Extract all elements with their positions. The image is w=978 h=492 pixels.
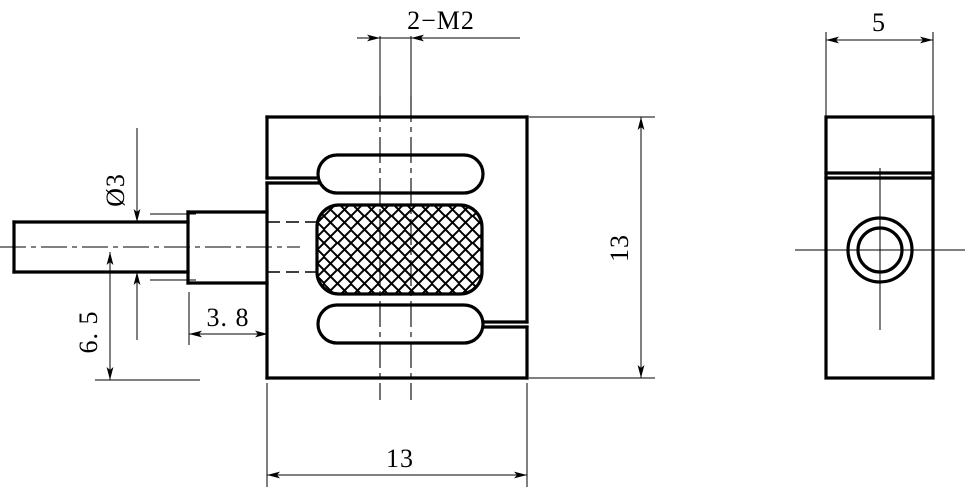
dim-label-38: 3. 8 xyxy=(207,303,250,332)
dim-label-diameter: Ø3 xyxy=(101,173,130,207)
dim-shaft-diameter xyxy=(133,128,196,340)
side-view xyxy=(795,115,965,380)
dim-body-width-13 xyxy=(266,383,528,487)
dim-label-65: 6. 5 xyxy=(74,311,103,354)
dim-body-height-13 xyxy=(529,116,655,379)
dim-label-body-height-13: 13 xyxy=(605,234,634,262)
lower-slot xyxy=(316,303,529,345)
dim-label-side-width-5: 5 xyxy=(872,8,886,37)
dim-label-2m2: 2−M2 xyxy=(407,6,475,35)
dim-label-body-width-13: 13 xyxy=(386,444,414,473)
dim-thread-2m2 xyxy=(357,34,520,118)
upper-slot xyxy=(265,153,485,195)
front-view xyxy=(0,96,529,400)
hatched-center-block xyxy=(315,203,484,296)
dim-shaft-height-65 xyxy=(95,252,200,381)
dim-side-width-5 xyxy=(825,32,934,116)
cross-hatch-fill xyxy=(317,205,482,294)
hidden-bore-lines xyxy=(267,221,318,273)
front-body-outline xyxy=(265,115,529,380)
dim-shaft-length-38 xyxy=(188,292,269,345)
